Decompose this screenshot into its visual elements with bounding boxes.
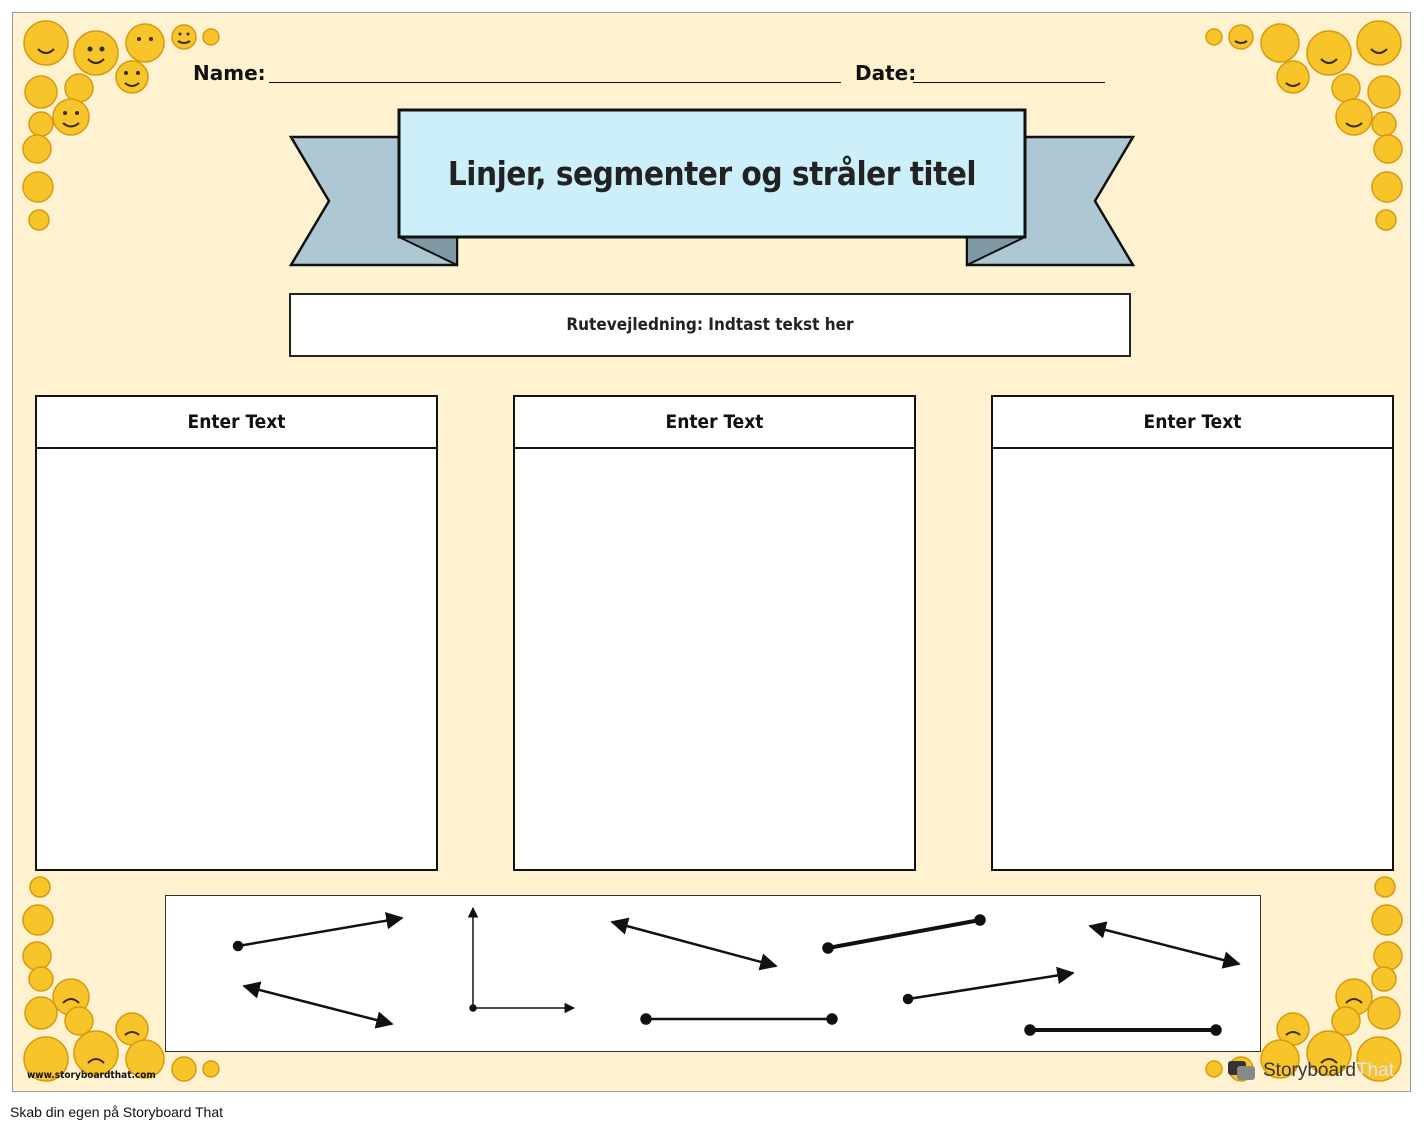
brand-name: Storyboard <box>1263 1060 1356 1081</box>
emoji-face-icon <box>22 20 220 231</box>
emoji-face-icon <box>1205 20 1403 231</box>
footer-caption: Skab din egen på Storyboard That <box>10 1104 224 1120</box>
segment-example <box>827 918 981 950</box>
date-field-line[interactable] <box>913 82 1105 83</box>
panel-heading[interactable]: Enter Text <box>993 397 1392 449</box>
line-example <box>610 917 778 971</box>
panel-heading[interactable]: Enter Text <box>37 397 436 449</box>
panel-3[interactable]: Enter Text <box>991 395 1394 871</box>
website-url: www.storyboardthat.com <box>27 1070 156 1081</box>
name-label: Name: <box>193 61 266 85</box>
instructions-box[interactable]: Rutevejledning: Indtast tekst her <box>289 293 1131 357</box>
speech-bubble-icon <box>1228 1061 1255 1080</box>
worksheet: Name: Date: Linjer, segmenter og stråler… <box>12 12 1411 1092</box>
instructions-text: Rutevejledning: Indtast tekst her <box>566 315 854 335</box>
emoji-face-icon <box>1205 876 1403 1082</box>
date-label: Date: <box>855 61 917 85</box>
ray-example <box>237 912 404 948</box>
panel-2[interactable]: Enter Text <box>513 395 916 871</box>
title-ribbon <box>288 108 1136 267</box>
name-field-line[interactable] <box>269 82 841 83</box>
page-title[interactable]: Linjer, segmenter og stråler titel <box>447 154 977 193</box>
brand-suffix: That <box>1355 1060 1394 1081</box>
panel-heading[interactable]: Enter Text <box>515 397 914 449</box>
title-area: Linjer, segmenter og stråler titel <box>399 110 1025 237</box>
emoji-face-icon <box>22 876 220 1082</box>
panel-1[interactable]: Enter Text <box>35 395 438 871</box>
examples-box <box>165 895 1261 1052</box>
line-segment-ray-illustrations <box>232 906 1241 1036</box>
line-example <box>242 981 394 1029</box>
line-example <box>1088 921 1241 969</box>
ray-example <box>907 966 1075 1001</box>
